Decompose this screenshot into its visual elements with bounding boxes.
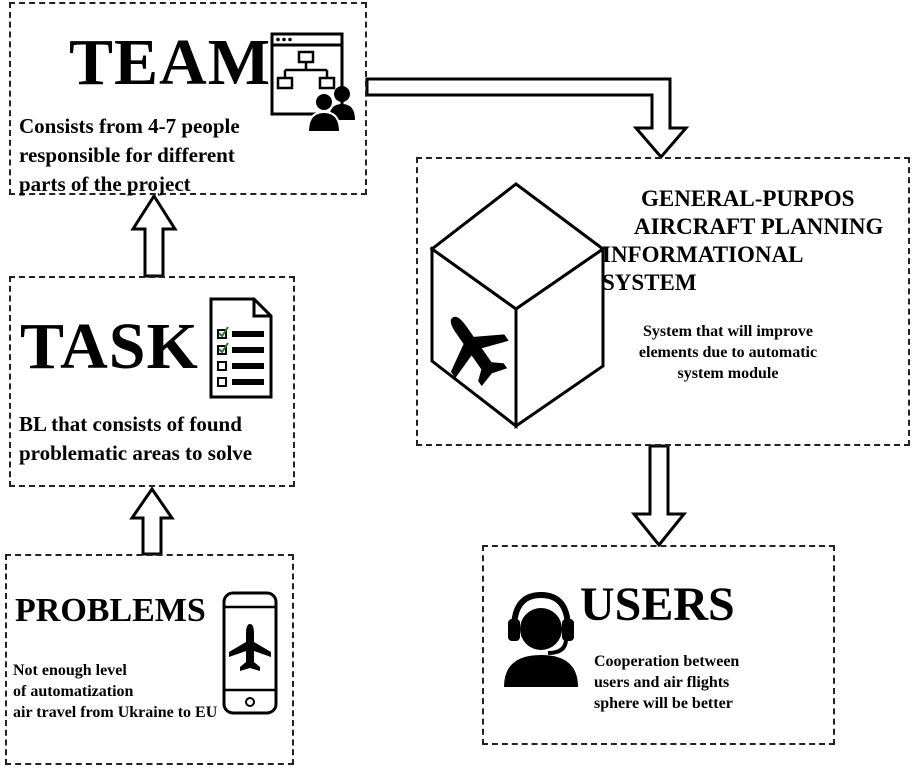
system-title-line: AIRCRAFT PLANNING <box>634 214 884 239</box>
users-description-line: sphere will be better <box>594 695 733 712</box>
system-box: GENERAL-PURPOS AIRCRAFT PLANNING INFORMA… <box>416 157 910 446</box>
arrow-system-to-users <box>630 444 688 548</box>
system-title-line: INFORMATIONAL <box>602 242 804 267</box>
system-description: System that will improve elements due to… <box>608 321 848 384</box>
team-description: Consists from 4-7 people responsible for… <box>19 112 319 199</box>
problems-title: PROBLEMS <box>15 592 206 629</box>
system-title: GENERAL-PURPOS AIRCRAFT PLANNING INFORMA… <box>602 185 883 297</box>
system-description-line: system module <box>677 365 779 382</box>
users-description-line: users and air flights <box>594 674 730 691</box>
task-description-line: BL that consists of found <box>19 412 242 436</box>
system-description-line: elements due to automatic <box>638 344 818 361</box>
system-description-line: System that will improve <box>643 323 813 340</box>
task-description: BL that consists of found problematic ar… <box>19 410 309 468</box>
document-checklist-icon <box>209 297 273 399</box>
smartphone-airplane-icon <box>222 591 278 715</box>
problems-description: Not enough level of automatization air t… <box>13 660 313 723</box>
team-description-line: responsible for different <box>19 143 235 167</box>
team-description-line: Consists from 4-7 people <box>19 114 240 138</box>
problems-description-line: of automatization <box>13 683 134 700</box>
task-description-line: problematic areas to solve <box>19 441 253 465</box>
headset-user-icon <box>504 591 578 687</box>
arrow-problems-to-task <box>129 486 175 556</box>
system-title-line: GENERAL-PURPOS <box>641 186 855 211</box>
task-box: TASK BL that consists of found problemat… <box>9 276 295 487</box>
problems-box: PROBLEMS Not enough level of automatizat… <box>5 554 294 765</box>
team-description-line: parts of the project <box>19 172 191 196</box>
system-title-line: SYSTEM <box>602 270 697 295</box>
cube-airplane-icon <box>429 182 606 429</box>
users-description: Cooperation between users and air flight… <box>594 651 814 714</box>
arrow-task-to-team <box>130 193 178 278</box>
users-description-line: Cooperation between <box>594 653 740 670</box>
task-title: TASK <box>20 310 199 383</box>
team-hierarchy-icon <box>270 32 355 133</box>
problems-description-line: air travel from Ukraine to EU <box>13 704 218 721</box>
users-title: USERS <box>580 578 735 631</box>
team-box: TEAM Consists from 4-7 people responsibl… <box>9 2 367 196</box>
users-box: USERS Cooperation between users and air … <box>482 545 835 745</box>
team-title: TEAM <box>69 26 271 99</box>
problems-description-line: Not enough level <box>13 662 127 679</box>
arrow-team-to-system <box>365 77 690 160</box>
